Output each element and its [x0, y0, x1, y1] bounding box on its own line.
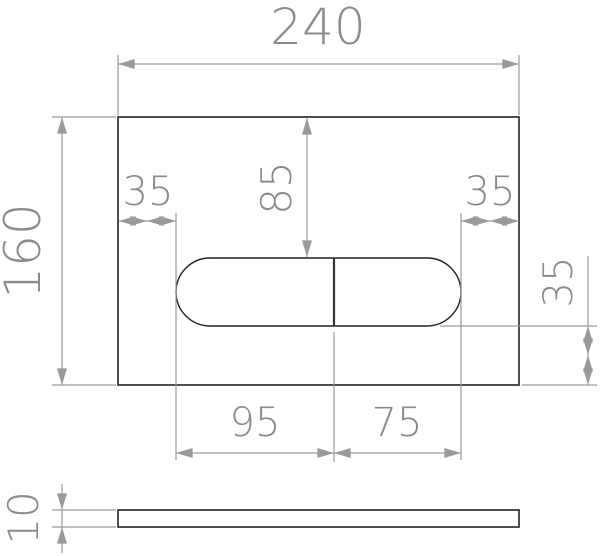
label-top-to-button: 85 [252, 161, 301, 214]
label-right-margin: 35 [465, 169, 516, 215]
side-view [117, 509, 520, 528]
label-overall-height: 160 [0, 203, 52, 298]
label-left-margin: 35 [123, 169, 174, 215]
label-right-button-width: 75 [372, 400, 423, 446]
label-bottom-margin: 35 [536, 257, 582, 308]
label-left-button-width: 95 [230, 400, 281, 446]
label-thickness: 10 [0, 491, 48, 544]
label-overall-width: 240 [270, 0, 365, 56]
plate-outline [117, 116, 520, 386]
front-view [117, 116, 520, 386]
dimension-labels: 240 160 85 35 35 35 95 75 10 [0, 0, 582, 545]
button-pill-outline [175, 257, 462, 327]
side-plate-outline [117, 509, 520, 528]
dimensions [52, 55, 597, 553]
